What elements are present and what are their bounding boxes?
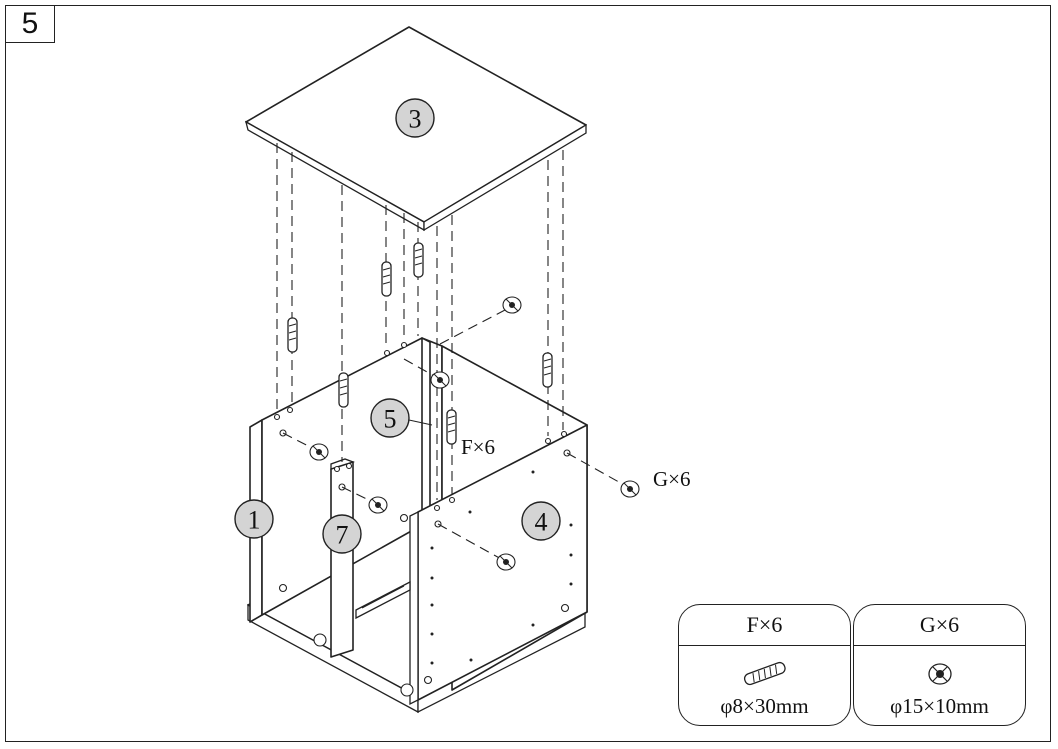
cam-lock-icon <box>927 663 952 685</box>
svg-text:4: 4 <box>535 508 548 537</box>
wooden-dowel-icon <box>413 242 424 278</box>
cam-lock-icon <box>368 496 388 514</box>
alignment-guides <box>276 143 627 561</box>
wooden-dowel-icon <box>381 261 392 297</box>
center-divider-5 <box>421 210 443 507</box>
hardware-spec: φ15×10mm <box>890 694 989 718</box>
wooden-dowel-icon <box>338 372 349 408</box>
hardware-code: F×6 <box>679 605 850 646</box>
instruction-frame <box>5 5 1051 742</box>
bottom-fittings <box>313 633 414 697</box>
hardware-spec: φ8×30mm <box>720 694 809 718</box>
cam-lock-icon <box>430 371 450 389</box>
part-label-4: 4 <box>521 501 561 541</box>
part-label-5: 5 <box>370 398 433 438</box>
svg-text:3: 3 <box>409 105 422 134</box>
cam-lock-icon <box>496 553 516 571</box>
hardware-cell-g: G×6 φ15×10mm <box>853 604 1026 726</box>
wooden-dowel-icon <box>743 661 786 686</box>
wooden-dowel-icon <box>542 352 553 388</box>
hardware-cell-f: F×6 φ8×30mm <box>678 604 851 726</box>
wooden-dowel-icon <box>446 409 457 445</box>
svg-text:5: 5 <box>384 405 397 434</box>
cam-lock-icon <box>309 443 329 461</box>
dowels <box>287 242 553 445</box>
cam-locks <box>309 296 640 571</box>
cam-lock-icon <box>502 296 522 314</box>
hardware-code: G×6 <box>854 605 1025 646</box>
cam-lock-icon <box>620 480 640 498</box>
step-number: 5 <box>5 5 55 43</box>
part-label-3: 3 <box>395 98 435 138</box>
part-label-1: 1 <box>234 499 274 539</box>
drawer-slide <box>355 580 411 620</box>
camlock-qty-callout: G×6 <box>653 467 691 491</box>
svg-text:7: 7 <box>336 521 349 550</box>
part-label-7: 7 <box>322 514 362 554</box>
post-7 <box>330 185 356 658</box>
hardware-table: F×6 φ8×30mm G×6 φ15×10mm <box>678 604 1028 726</box>
dowel-qty-callout: F×6 <box>461 435 495 459</box>
svg-text:1: 1 <box>248 506 261 535</box>
wooden-dowel-icon <box>287 317 298 353</box>
